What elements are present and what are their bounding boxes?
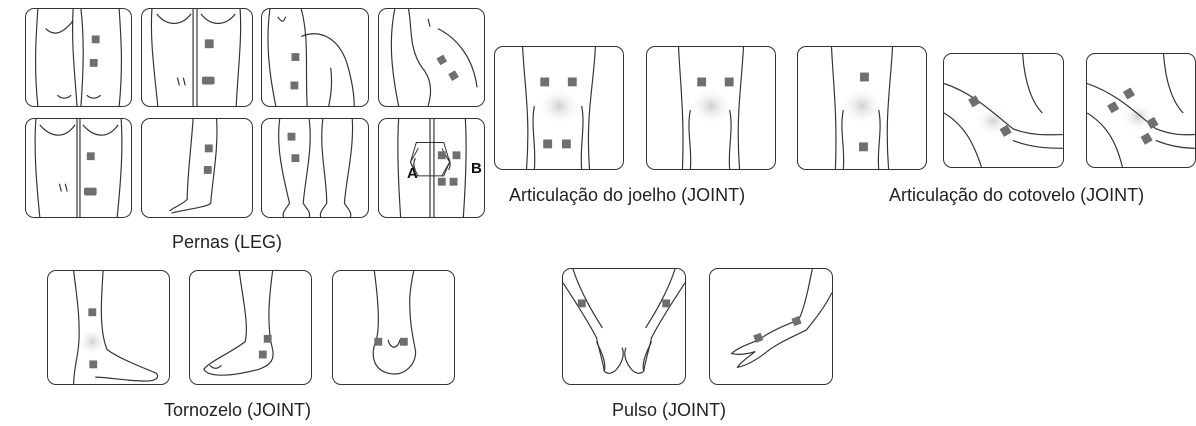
knee-panel-1 <box>494 46 624 170</box>
caption-ankle: Tornozelo (JOINT) <box>164 400 311 421</box>
leg-panel-side-hip <box>378 8 485 107</box>
wrist-panel-1 <box>562 268 686 385</box>
leg-panel-back-legs <box>25 118 132 218</box>
label-a: A <box>407 165 418 182</box>
leg-panel-calves <box>261 118 369 218</box>
wrist-panel-2 <box>709 268 833 385</box>
leg-panel-back-thighs <box>141 8 253 107</box>
caption-legs: Pernas (LEG) <box>172 232 282 253</box>
caption-wrist: Pulso (JOINT) <box>612 400 726 421</box>
leg-panel-front-thighs <box>25 8 132 107</box>
leg-panel-lower-leg <box>141 118 253 218</box>
knee-panel-3 <box>797 46 927 170</box>
elbow-panel-1 <box>943 53 1064 168</box>
caption-knee: Articulação do joelho (JOINT) <box>509 185 745 206</box>
leg-panel-knees-ab <box>378 118 485 218</box>
ankle-panel-2 <box>189 270 312 385</box>
ankle-panel-3 <box>332 270 455 385</box>
knee-panel-2 <box>646 46 776 170</box>
ankle-panel-1 <box>47 270 170 385</box>
leg-panel-side-thigh <box>261 8 369 107</box>
elbow-panel-2 <box>1086 53 1196 168</box>
label-b: B <box>471 160 482 177</box>
caption-elbow: Articulação do cotovelo (JOINT) <box>889 185 1144 206</box>
